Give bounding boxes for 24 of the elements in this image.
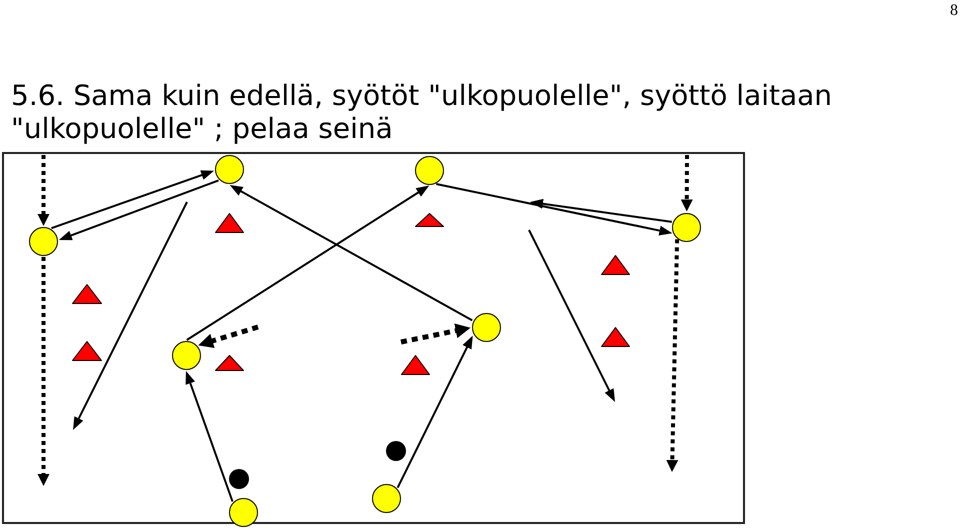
arrow (229, 184, 473, 322)
cone-triangle (72, 341, 102, 361)
cone-triangle (215, 355, 244, 371)
cone-triangle (415, 213, 444, 227)
arrow (396, 335, 474, 488)
dotted-arrow (38, 155, 50, 226)
dotted-arrow (197, 324, 259, 348)
cone-triangle (215, 213, 244, 233)
dotted-arrow (400, 323, 471, 344)
cone-triangle (601, 255, 630, 275)
dotted-arrow (680, 155, 693, 212)
arrow (58, 180, 219, 241)
arrow (530, 198, 672, 223)
dotted-arrow (38, 257, 50, 486)
cone-triangle (601, 327, 630, 347)
page-number: 8 (950, 2, 958, 20)
cone-triangle (72, 284, 102, 304)
cone-triangle (401, 355, 430, 375)
arrow (436, 182, 673, 236)
title: 5.6. Sama kuin edellä, syötöt "ulkopuolelle", syöttö laitaan "ulkopuolelle" ; pelaa seinä (11, 79, 834, 145)
arrow (51, 170, 214, 230)
dotted-arrow (666, 239, 680, 472)
arrow (186, 184, 430, 341)
arrow (185, 370, 234, 502)
